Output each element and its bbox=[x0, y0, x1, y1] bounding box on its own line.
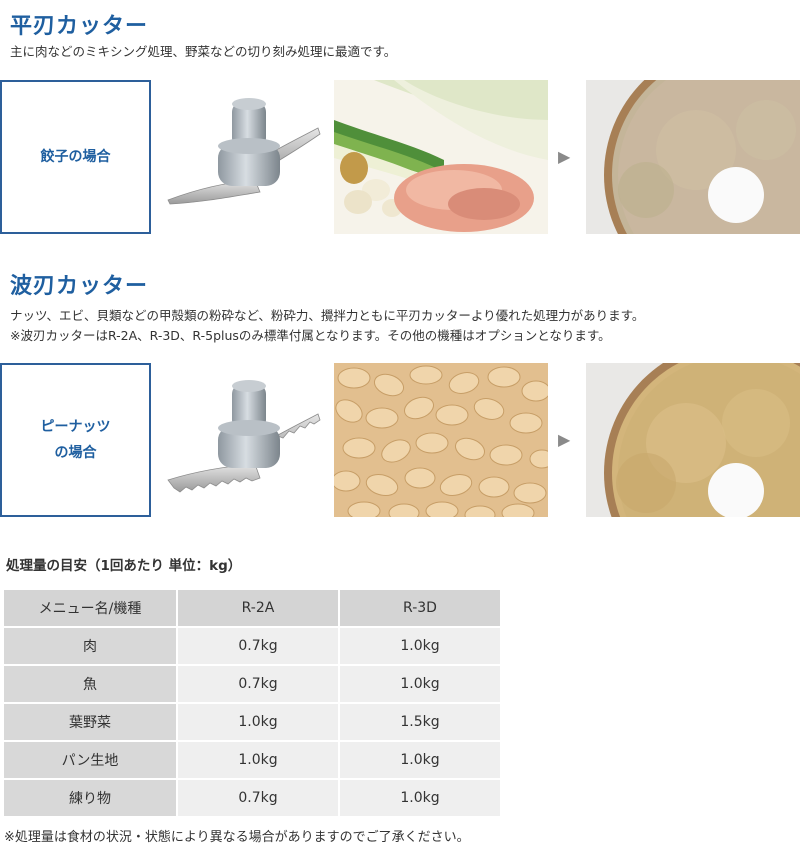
table-row: 魚 0.7kg 1.0kg bbox=[4, 666, 500, 702]
row-value-r2a: 1.0kg bbox=[178, 704, 338, 740]
arrow-icon: ▶ bbox=[558, 147, 571, 166]
flat-blade-description: 主に肉などのミキシング処理、野菜などの切り刻み処理に最適です。 bbox=[10, 44, 397, 59]
header-r3d: R-3D bbox=[340, 590, 500, 626]
flat-blade-image bbox=[160, 92, 330, 222]
row-value-r3d: 1.5kg bbox=[340, 704, 500, 740]
table-row: 葉野菜 1.0kg 1.5kg bbox=[4, 704, 500, 740]
row-value-r2a: 1.0kg bbox=[178, 742, 338, 778]
gyoza-result-photo bbox=[586, 80, 800, 234]
table-row: 練り物 0.7kg 1.0kg bbox=[4, 780, 500, 816]
table-note: ※処理量は食材の状況・状態により異なる場合がありますのでご了承ください。 bbox=[4, 830, 470, 845]
row-value-r3d: 1.0kg bbox=[340, 742, 500, 778]
gyoza-case-label: 餃子の場合 bbox=[40, 149, 111, 165]
header-menu: メニュー名/機種 bbox=[4, 590, 176, 626]
row-value-r2a: 0.7kg bbox=[178, 666, 338, 702]
table-title: 処理量の目安（1回あたり 単位：kg） bbox=[6, 558, 242, 574]
wave-blade-title: 波刃カッター bbox=[10, 274, 149, 299]
row-label: 肉 bbox=[4, 628, 176, 664]
peanuts-photo bbox=[334, 363, 548, 517]
flat-blade-title: 平刃カッター bbox=[10, 14, 149, 39]
wave-blade-note: ※波刃カッターはR-2A、R-3D、R-5plusのみ標準付属となります。その他… bbox=[10, 328, 611, 343]
amount-table: メニュー名/機種 R-2A R-3D 肉 0.7kg 1.0kg 魚 0.7kg… bbox=[2, 588, 502, 818]
row-value-r2a: 0.7kg bbox=[178, 628, 338, 664]
peanut-case-box: ピーナッツ の場合 bbox=[0, 363, 151, 517]
arrow-icon-2: ▶ bbox=[558, 430, 571, 449]
peanut-case-label-line1: ピーナッツ bbox=[40, 419, 111, 435]
row-value-r3d: 1.0kg bbox=[340, 628, 500, 664]
table-row: パン生地 1.0kg 1.0kg bbox=[4, 742, 500, 778]
row-label: パン生地 bbox=[4, 742, 176, 778]
table-row: 肉 0.7kg 1.0kg bbox=[4, 628, 500, 664]
gyoza-case-box: 餃子の場合 bbox=[0, 80, 151, 234]
wave-blade-image bbox=[160, 378, 330, 508]
row-value-r2a: 0.7kg bbox=[178, 780, 338, 816]
row-label: 葉野菜 bbox=[4, 704, 176, 740]
row-value-r3d: 1.0kg bbox=[340, 666, 500, 702]
peanut-case-label-line2: の場合 bbox=[54, 445, 97, 461]
row-label: 魚 bbox=[4, 666, 176, 702]
gyoza-ingredients-photo bbox=[334, 80, 548, 234]
header-r2a: R-2A bbox=[178, 590, 338, 626]
wave-blade-description: ナッツ、エビ、貝類などの甲殻類の粉砕など、粉砕力、攪拌力ともに平刃カッターより優… bbox=[10, 308, 645, 323]
row-label: 練り物 bbox=[4, 780, 176, 816]
table-header-row: メニュー名/機種 R-2A R-3D bbox=[4, 590, 500, 626]
peanut-result-photo bbox=[586, 363, 800, 517]
row-value-r3d: 1.0kg bbox=[340, 780, 500, 816]
